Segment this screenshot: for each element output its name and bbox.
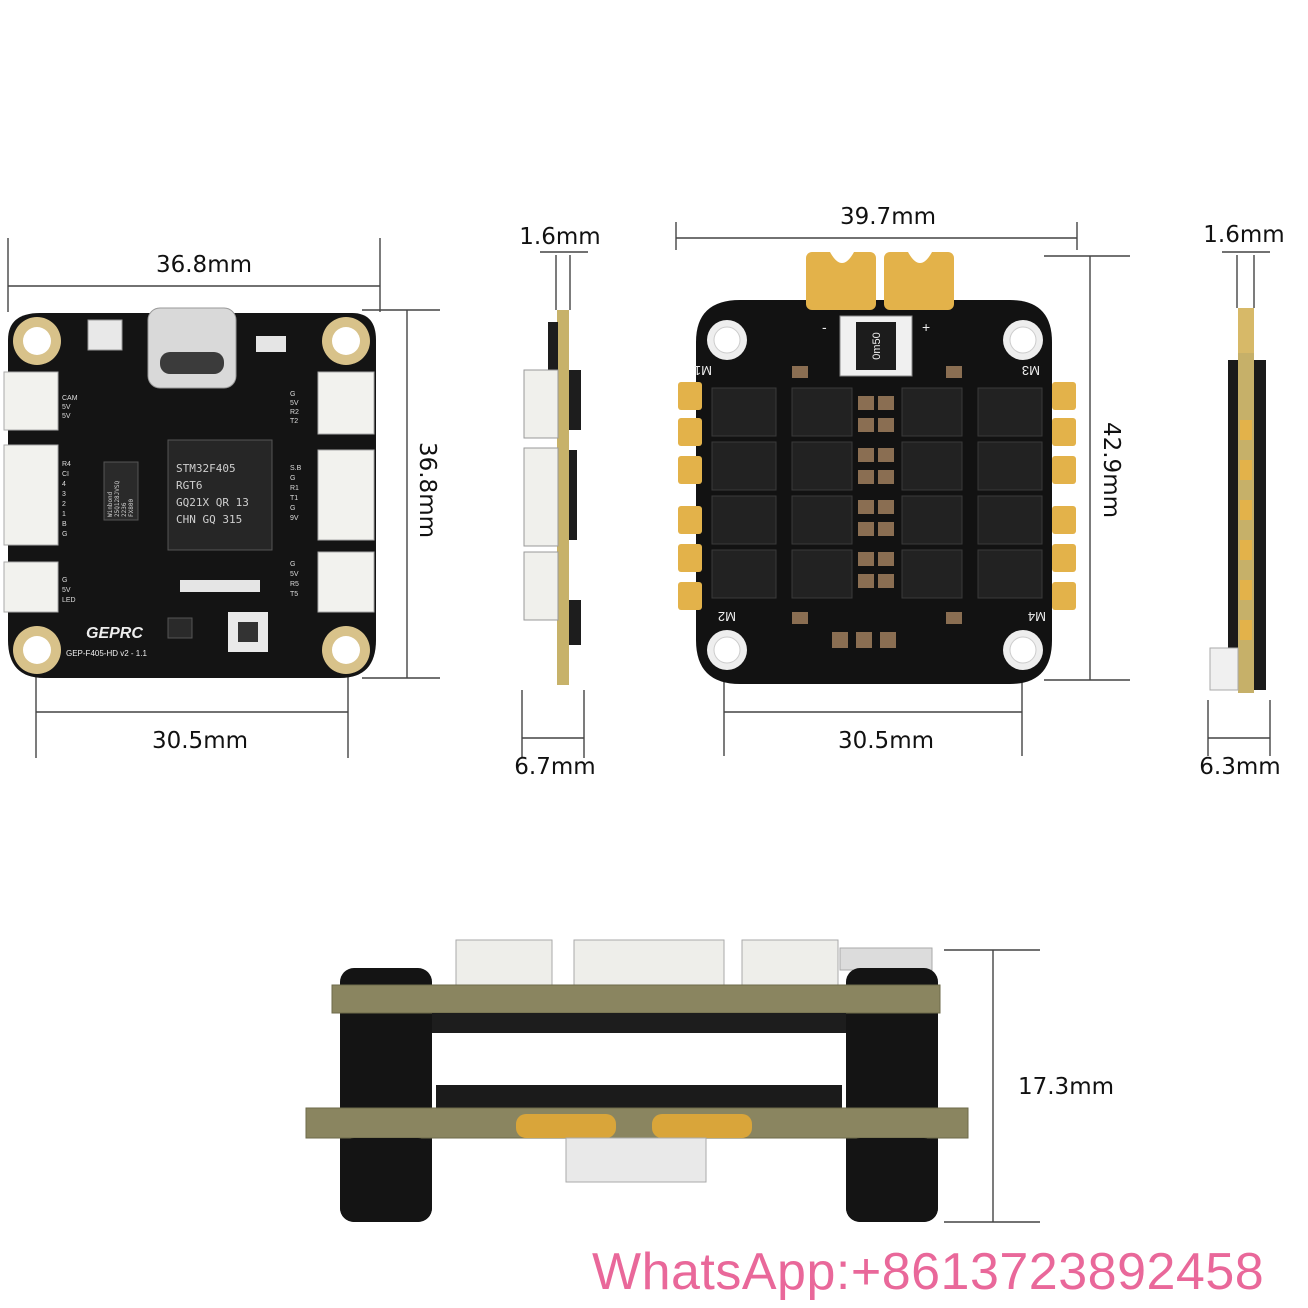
fc-right-label-g2: G (290, 475, 295, 482)
fc-side-view: 1.6mm 6.7mm (514, 224, 600, 780)
fc-left-label-1: 1 (62, 511, 66, 518)
fc-right-label-9v: 9V (290, 515, 299, 522)
mcu-line-4: CHN GQ 315 (176, 513, 242, 526)
esc-height-label: 42.9mm (1098, 422, 1124, 518)
pad-mark-pos: + (922, 319, 930, 335)
fc-left-label-2: 2 (62, 501, 66, 508)
fc-height-label: 36.8mm (414, 442, 440, 538)
pad-mark-neg: - (822, 319, 827, 335)
fc-left-label-4: 4 (62, 481, 66, 488)
fc-left-label-r4: R4 (62, 461, 71, 468)
flash-chip (103, 461, 139, 521)
motor-label-m1: M1 (694, 363, 712, 378)
fc-right-label-t2: T2 (290, 418, 298, 425)
fc-right-label-r1: R1 (290, 485, 299, 492)
esc-side-pcb-label: 1.6mm (1203, 222, 1284, 248)
fc-left-label-ci: CI (62, 471, 69, 478)
fc-left-label-5v-a: 5V (62, 404, 71, 411)
fc-left-label-b: B (62, 521, 67, 528)
mcu-line-2: RGT6 (176, 479, 203, 492)
motor-label-m2: M2 (718, 609, 736, 624)
stack-height-label: 17.3mm (1018, 1074, 1114, 1100)
fc-right-label-g: G (290, 391, 295, 398)
fc-right-label-5v: 5V (290, 400, 299, 407)
whatsapp-watermark: WhatsApp:+8613723892458 (592, 1243, 1265, 1301)
fc-side-pcb-label: 1.6mm (519, 224, 600, 250)
fc-right-label-t1: T1 (290, 495, 298, 502)
esc-top-view: 39.7mm 42.9mm 30.5mm 0m50 - + M1 M3 M2 M… (675, 204, 1130, 756)
mcu-chip (167, 439, 273, 551)
boot-button (87, 319, 123, 351)
fc-top-view: 36.8mm 36.8mm 30.5mm STM32F405 RGT6 GQ2 (3, 238, 440, 758)
fc-left-label-led: LED (62, 597, 76, 604)
esc-side-height-label: 6.3mm (1199, 754, 1280, 780)
fc-right-label-r2: R2 (290, 409, 299, 416)
fc-side-height-label: 6.7mm (514, 754, 595, 780)
esc-power-pad-pos (884, 252, 954, 310)
fc-model-label: GEP-F405-HD v2 - 1.1 (66, 649, 147, 658)
motor-label-m4: M4 (1028, 609, 1046, 624)
esc-mount-label: 30.5mm (838, 728, 934, 754)
fc-width-label: 36.8mm (156, 252, 252, 278)
fc-right-label-g3: G (290, 505, 295, 512)
mcu-line-1: STM32F405 (176, 462, 236, 475)
fc-left-label-cam: CAM (62, 395, 78, 402)
fc-right-label-5v2: 5V (290, 571, 299, 578)
fc-left-label-5v-c: 5V (62, 587, 71, 594)
flash-line-3: 2236 (121, 502, 128, 517)
stack-side-view: 17.3mm (305, 939, 1114, 1223)
esc-power-pad-neg (806, 252, 876, 310)
usb-c-port (147, 307, 237, 389)
fc-right-label-sb: S.B (290, 465, 302, 472)
motor-label-m3: M3 (1022, 363, 1040, 378)
shunt-label: 0m50 (871, 332, 883, 360)
flash-line-2: 25Q128JVSQ (114, 480, 121, 517)
fc-left-label-g2: G (62, 577, 67, 584)
esc-width-label: 39.7mm (840, 204, 936, 230)
fc-left-label-5v-b: 5V (62, 413, 71, 420)
fc-right-label-r5: R5 (290, 581, 299, 588)
mcu-line-3: GQ21X QR 13 (176, 496, 249, 509)
fc-left-label-g: G (62, 531, 67, 538)
fc-logo: GEPRC (86, 625, 143, 642)
flash-line-4: FX800 (128, 499, 135, 517)
flash-line-1: Winbond (107, 491, 114, 517)
fc-left-label-3: 3 (62, 491, 66, 498)
fc-mount-label: 30.5mm (152, 728, 248, 754)
fc-right-label-t5: T5 (290, 591, 298, 598)
esc-side-view: 1.6mm 6.3mm (1199, 222, 1284, 780)
fc-right-label-g4: G (290, 561, 295, 568)
